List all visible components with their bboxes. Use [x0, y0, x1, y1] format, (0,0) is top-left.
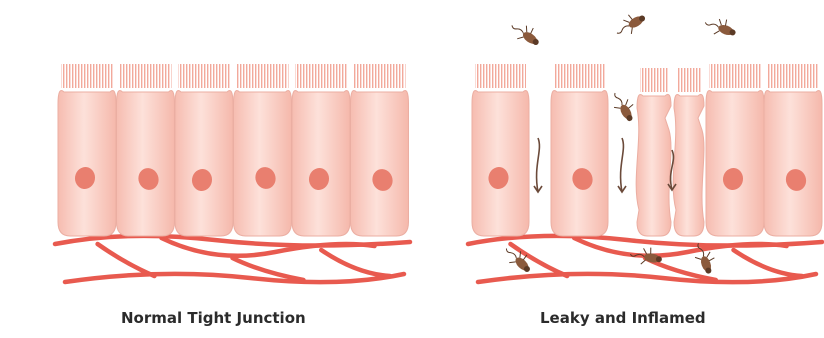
cell-body — [58, 91, 116, 237]
flagellum — [616, 25, 630, 35]
microvilli — [178, 64, 230, 88]
flagellum — [650, 248, 652, 254]
cell-body — [551, 91, 608, 237]
epithelial-cell — [472, 64, 529, 236]
vessel — [734, 250, 803, 276]
bacteria-icon — [612, 8, 649, 40]
vessel — [321, 250, 390, 276]
flagellum — [628, 14, 632, 20]
flagellum — [725, 20, 728, 26]
vessel — [65, 274, 404, 282]
blood-vessels — [55, 236, 410, 282]
cell-body — [175, 91, 233, 237]
caption-normal-tight-junction: Normal Tight Junction — [121, 309, 306, 327]
microvilli — [640, 68, 668, 92]
epithelial-cell — [175, 64, 233, 236]
epithelial-cell — [117, 64, 175, 236]
flagellum — [614, 105, 620, 111]
cell-body — [292, 91, 350, 237]
flagellum — [628, 104, 634, 108]
flagellum — [709, 258, 715, 261]
vessel — [478, 274, 816, 282]
flagellum — [705, 21, 719, 29]
flagellum — [517, 35, 523, 41]
caption-leaky-and-inflamed: Leaky and Inflamed — [540, 309, 706, 327]
epithelial-cell — [234, 64, 292, 236]
flagellum — [623, 18, 629, 24]
epithelial-cell — [292, 64, 350, 236]
epithelial-cell — [673, 68, 704, 236]
microvilli — [767, 64, 819, 88]
flagellum — [530, 28, 534, 33]
epithelial-cell — [706, 64, 764, 236]
cell-body — [706, 91, 764, 237]
flagellum — [509, 259, 515, 265]
bacteria-icon — [703, 13, 739, 41]
flagellum — [624, 99, 630, 105]
flagellum — [695, 256, 701, 261]
flagellum — [629, 28, 635, 34]
cell-body — [117, 91, 175, 237]
down-arrow-icon — [534, 138, 542, 192]
flagellum — [511, 24, 524, 34]
microvilli — [475, 64, 526, 88]
normal-tight-junction-panel — [55, 64, 410, 282]
microvilli — [354, 64, 406, 88]
cell-body — [636, 94, 671, 236]
microvilli — [120, 64, 172, 88]
flagellum — [641, 259, 646, 265]
cell-body — [673, 94, 704, 236]
microvilli — [61, 64, 113, 88]
microvilli — [709, 64, 761, 88]
down-arrow-icon — [618, 138, 626, 192]
microvilli — [554, 64, 605, 88]
microvilli — [237, 64, 289, 88]
flagellum — [524, 26, 530, 32]
flagellum — [714, 29, 719, 35]
flagellum — [718, 19, 723, 25]
cell-body — [234, 91, 292, 237]
epithelial-cell — [351, 64, 409, 236]
epithelial-cell — [551, 64, 608, 236]
bacteria-icon — [608, 88, 640, 125]
cell-body — [351, 91, 409, 237]
arrow-shaft — [621, 138, 624, 192]
microvilli — [677, 68, 701, 92]
flagellum — [614, 92, 624, 106]
microvilli — [295, 64, 347, 88]
flagellum — [705, 252, 711, 257]
vessel — [98, 244, 155, 276]
flagellum — [643, 248, 648, 254]
epithelial-cell — [636, 68, 671, 236]
arrow-shaft — [537, 138, 540, 192]
cell-body — [764, 91, 822, 237]
epithelial-cell — [764, 64, 822, 236]
leaky-inflamed-panel — [468, 64, 822, 282]
cell-body — [472, 91, 529, 237]
bacteria-icon — [507, 17, 544, 50]
epithelial-cell — [58, 64, 116, 236]
